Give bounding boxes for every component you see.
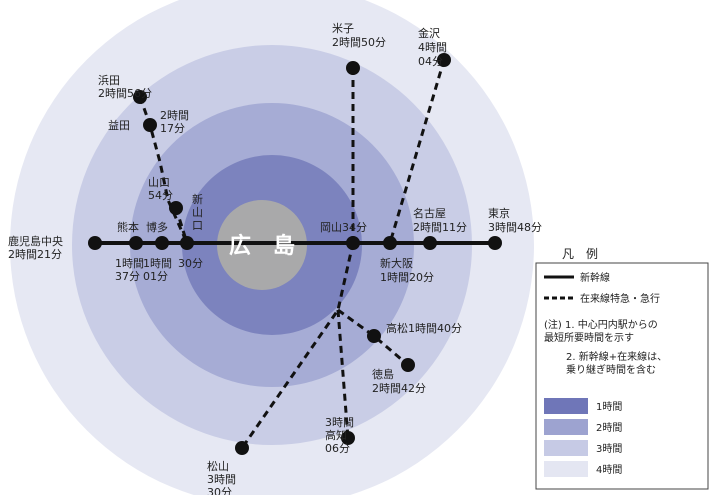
label-masuda: 益田 bbox=[108, 118, 130, 132]
station-kanazawa-dot bbox=[437, 53, 451, 67]
station-dots bbox=[88, 53, 502, 455]
legend-band-label: 4時間 bbox=[596, 464, 622, 476]
station-yonago-dot bbox=[346, 61, 360, 75]
station-kumamoto-dot bbox=[129, 236, 143, 250]
legend-express-label: 在来線特急・急行 bbox=[580, 292, 660, 305]
station-matsuyama-dot bbox=[235, 441, 249, 455]
legend-band-label: 3時間 bbox=[596, 443, 622, 455]
station-shinyamaguchi-dot bbox=[180, 236, 194, 250]
station-masuda-dot bbox=[143, 118, 157, 132]
legend-shinkansen-label: 新幹線 bbox=[580, 271, 610, 284]
station-takamatsu-dot bbox=[367, 329, 381, 343]
line-kanazawa bbox=[388, 59, 446, 244]
legend-band-label: 2時間 bbox=[596, 422, 622, 434]
station-okayama-dot bbox=[346, 236, 360, 250]
center-label: 広 島 bbox=[229, 233, 295, 259]
legend-band-swatch bbox=[544, 398, 588, 414]
station-kagoshima-dot bbox=[88, 236, 102, 250]
label-shinyamaguchi-time: 30分 bbox=[178, 257, 203, 270]
label-okayama: 岡山34分 bbox=[320, 221, 367, 234]
label-shinyamaguchi: 新山口 bbox=[192, 192, 203, 232]
legend: 凡 例 新幹線 在来線特急・急行 (注) 1. 中心円内駅からの最短所要時間を示… bbox=[535, 247, 709, 490]
legend-band-swatch bbox=[544, 419, 588, 435]
legend-note2: 2. 新幹線+在来線は、乗り継ぎ時間を含む bbox=[566, 350, 667, 376]
legend-band-swatch bbox=[544, 461, 588, 477]
station-tokushima-dot bbox=[401, 358, 415, 372]
line-matsuyama bbox=[240, 242, 355, 449]
station-kochi-dot bbox=[341, 431, 355, 445]
label-kumamoto: 熊本 bbox=[117, 220, 139, 234]
legend-bands: 1時間 2時間 3時間 4時間 bbox=[544, 398, 622, 477]
legend-title: 凡 例 bbox=[562, 247, 598, 261]
station-yamaguchi-dot bbox=[169, 201, 183, 215]
line-kochi bbox=[336, 309, 350, 439]
legend-band-label: 1時間 bbox=[596, 401, 622, 413]
station-shinosaka-dot bbox=[383, 236, 397, 250]
legend-note1: (注) 1. 中心円内駅からの最短所要時間を示す bbox=[544, 318, 658, 344]
line-takamatsu bbox=[337, 308, 409, 367]
station-tokyo-dot bbox=[488, 236, 502, 250]
station-hakata-dot bbox=[155, 236, 169, 250]
label-hakata: 博多 bbox=[146, 220, 168, 234]
station-nagoya-dot bbox=[423, 236, 437, 250]
legend-band-swatch bbox=[544, 440, 588, 456]
station-hamada-dot bbox=[133, 90, 147, 104]
label-takamatsu: 高松1時間40分 bbox=[386, 321, 462, 335]
